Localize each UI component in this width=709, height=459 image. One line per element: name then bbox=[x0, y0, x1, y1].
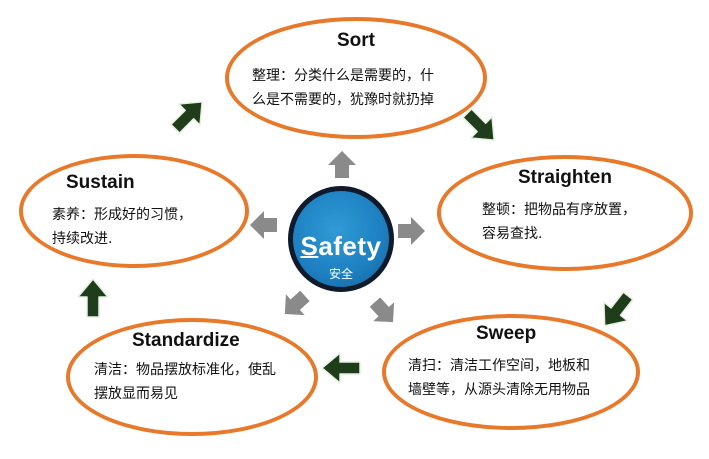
sort-to-straighten-arrow bbox=[455, 101, 506, 152]
safety-title: Safety bbox=[293, 231, 389, 262]
standardize-title: Standardize bbox=[132, 330, 240, 351]
sweep-to-standardize-arrow bbox=[321, 352, 361, 384]
straighten-description: 整顿：把物品有序放置， 容易查找. bbox=[482, 198, 682, 246]
safety-subtitle: 安全 bbox=[328, 267, 353, 281]
sort-node bbox=[225, 17, 487, 139]
center-to-sweep-arrow bbox=[364, 292, 404, 332]
standardize-desc-line-2: 摆放显而易见 bbox=[94, 386, 178, 402]
safety-center-circle: Safety 安全 bbox=[288, 186, 394, 292]
sustain-title: Sustain bbox=[66, 172, 135, 193]
center-to-standardize-arrow bbox=[275, 285, 315, 325]
sustain-desc-line-1: 素养：形成好的习惯， bbox=[52, 207, 192, 223]
sweep-title: Sweep bbox=[476, 323, 537, 344]
sustain-description: 素养：形成好的习惯， 持续改进. bbox=[52, 203, 242, 251]
sort-title: Sort bbox=[337, 30, 375, 51]
sort-desc-line-2: 么是不需要的，犹豫时就扔掉 bbox=[252, 92, 434, 108]
sweep-description: 清扫：清洁工作空间，地板和 墙壁等，从源头清除无用物品 bbox=[408, 354, 628, 402]
standardize-node bbox=[66, 318, 318, 436]
sweep-node bbox=[382, 314, 640, 430]
sustain-desc-line-2: 持续改进. bbox=[52, 231, 113, 247]
center-to-straighten-arrow bbox=[398, 217, 425, 245]
straighten-desc-line-2: 容易查找. bbox=[482, 226, 543, 242]
straighten-to-sweep-arrow bbox=[592, 285, 641, 336]
standardize-to-sustain-arrow bbox=[77, 278, 109, 318]
sweep-desc-line-2: 墙壁等，从源头清除无用物品 bbox=[408, 382, 590, 398]
safety-title-initial: S bbox=[300, 231, 319, 261]
standardize-desc-line-1: 清洁：物品摆放标准化，使乱 bbox=[94, 362, 276, 378]
center-to-sort-arrow bbox=[328, 151, 356, 178]
straighten-title: Straighten bbox=[518, 167, 612, 188]
straighten-desc-line-1: 整顿：把物品有序放置， bbox=[482, 202, 636, 218]
straighten-node bbox=[437, 155, 693, 271]
sort-description: 整理：分类什么是需要的，什 么是不需要的，犹豫时就扔掉 bbox=[252, 64, 482, 112]
sustain-to-sort-arrow bbox=[163, 90, 214, 141]
standardize-description: 清洁：物品摆放标准化，使乱 摆放显而易见 bbox=[94, 358, 310, 406]
sort-desc-line-1: 整理：分类什么是需要的，什 bbox=[252, 68, 434, 84]
safety-title-rest: afety bbox=[318, 231, 382, 261]
sweep-desc-line-1: 清扫：清洁工作空间，地板和 bbox=[408, 358, 590, 374]
center-to-sustain-arrow bbox=[250, 211, 277, 239]
sustain-node bbox=[19, 154, 249, 268]
